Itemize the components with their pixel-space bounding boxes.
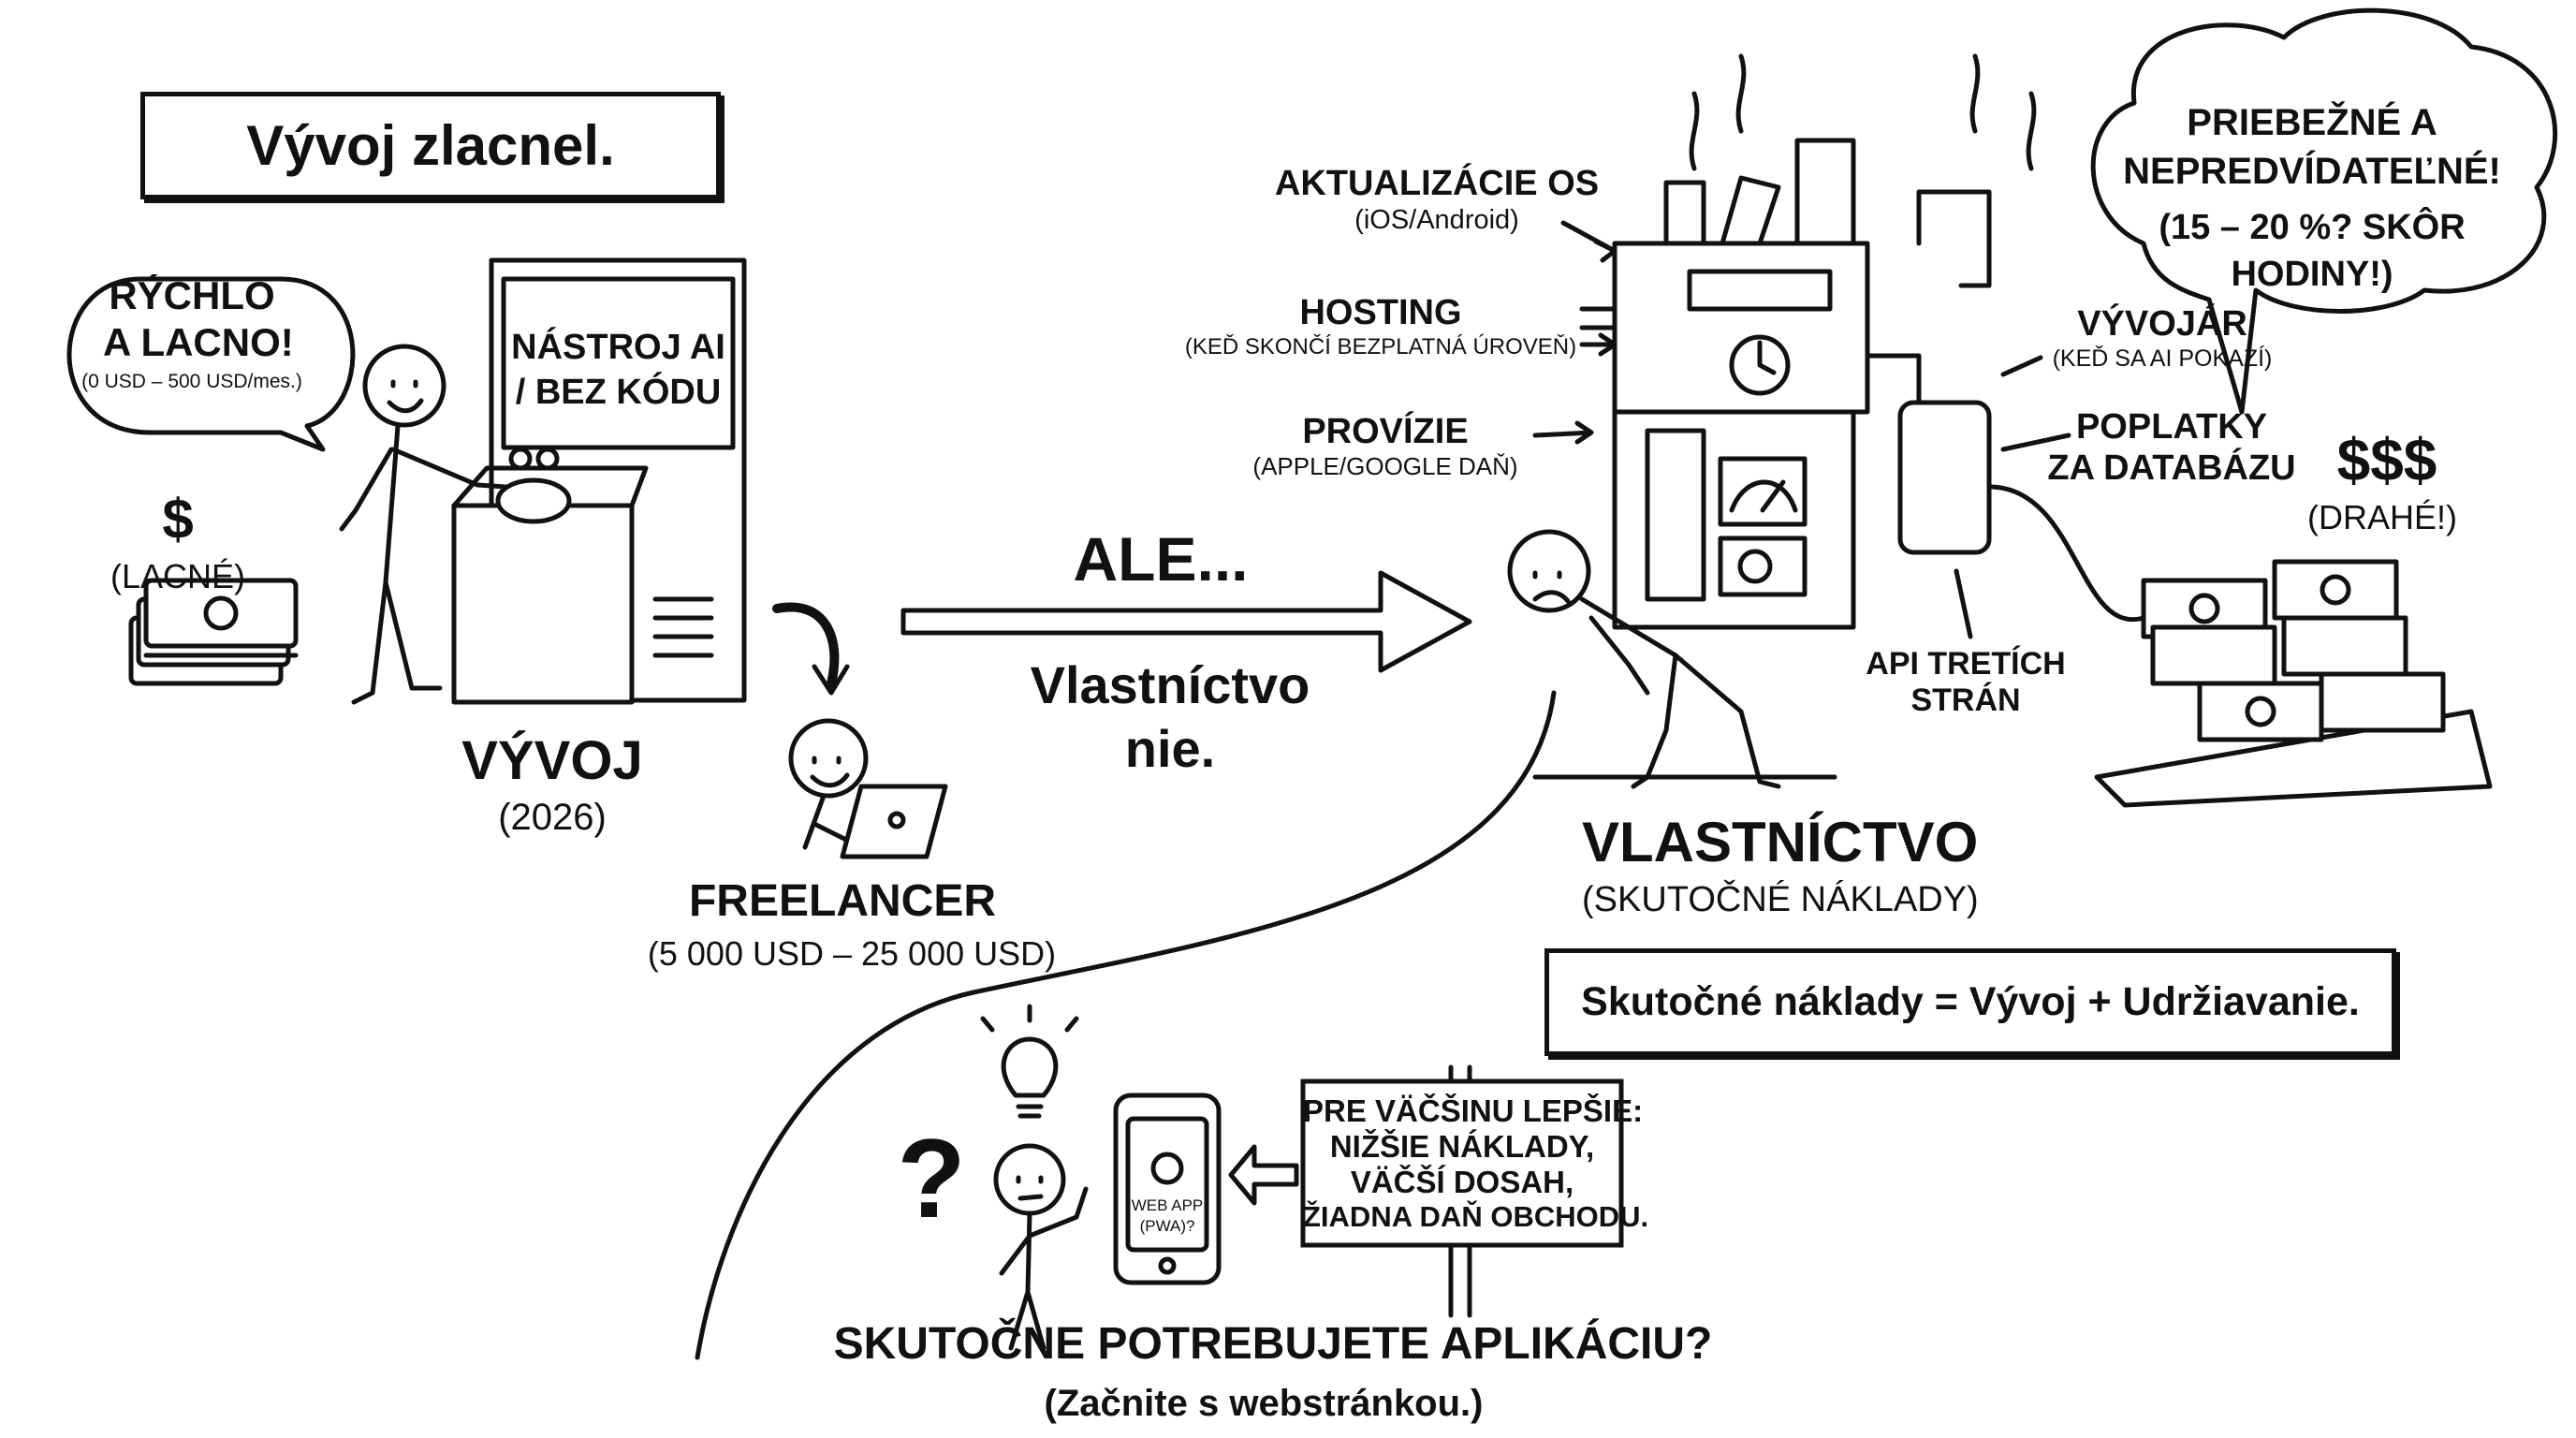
cloud-line-2: NEPREDVÍDATEĽNÉ! <box>2123 151 2501 192</box>
phone-text-1: WEB APP <box>1131 1196 1204 1214</box>
stick-figure-burdened <box>1507 529 1837 789</box>
label-os-updates: AKTUALIZÁCIE OS(iOS/Android) <box>1274 164 1600 235</box>
stick-figure-freelancer <box>788 718 948 859</box>
label-arrows <box>1532 220 2071 639</box>
dev-title: VÝVOJ <box>461 730 643 791</box>
label-hosting: HOSTING(KEĎ SKONČÍ BEZPLATNÁ ÚROVEŇ) <box>1184 293 1577 360</box>
headline-box: Vývoj zlacnel. <box>140 92 721 199</box>
expensive-symbol: $$$ <box>2336 426 2437 493</box>
ownership-title: VLASTNÍCTVO <box>1582 811 1979 873</box>
stick-figure-thinking <box>993 1143 1089 1351</box>
left-arrow-to-phone <box>1228 1144 1299 1206</box>
cash-stack-small-icon <box>128 578 299 686</box>
question-title: SKUTOČNE POTREBUJETE APLIKÁCIU? <box>833 1319 1713 1369</box>
ai-tool-machine <box>451 257 850 705</box>
speech-line-1: RÝCHLO <box>109 273 275 317</box>
but-label: ALE... <box>1073 524 1249 594</box>
sign-line-2: NIŽŠIE NÁKLADY, <box>1329 1129 1595 1164</box>
machine-screen-line-1: NÁSTROJ AI <box>511 328 725 367</box>
headline-text: Vývoj zlacnel. <box>246 114 615 177</box>
path-curve <box>695 690 1557 1360</box>
stick-figure-developer <box>339 344 508 705</box>
cloud-line-1: PRIEBEŽNÉ A <box>2187 102 2437 143</box>
big-arrow-right <box>900 570 1472 673</box>
phone-icon <box>1113 1093 1222 1285</box>
ownership-line-2: nie. <box>1124 719 1216 778</box>
ownership-subtitle: (SKUTOČNÉ NÁKLADY) <box>1582 880 1979 919</box>
speech-small: (0 USD – 500 USD/mes.) <box>81 371 302 392</box>
expensive-label: (DRAHÉ!) <box>2307 498 2457 536</box>
sign-line-4: ŽIADNA DAŇ OBCHODU. <box>1303 1200 1649 1233</box>
heavy-cost-machine <box>1579 53 2146 630</box>
cloud-line-4: HODINY!) <box>2231 255 2393 294</box>
label-commissions: PROVÍZIE(APPLE/GOOGLE DAŇ) <box>1252 412 1518 480</box>
cash-pile-large-icon <box>2094 559 2493 808</box>
equation-box: Skutočné náklady = Vývoj + Udržiavanie. <box>1544 948 2396 1056</box>
sign-line-3: VÄČŠÍ DOSAH, <box>1350 1165 1574 1199</box>
equation-text: Skutočné náklady = Vývoj + Udržiavanie. <box>1581 979 2360 1024</box>
cheap-label: (LACNÉ) <box>110 557 246 595</box>
lightbulb-icon <box>980 1004 1079 1119</box>
ownership-line-1: Vlastníctvo <box>1030 655 1310 714</box>
signboard <box>1300 1078 1624 1248</box>
sign-line-1: PRE VÄČŠINU LEPŠIE: <box>1303 1093 1644 1128</box>
machine-screen-line-2: / BEZ KÓDU <box>515 373 722 412</box>
label-developer: VÝVOJÁR(KEĎ SA AI POKAZÍ) <box>2052 304 2273 372</box>
question-mark: ? <box>897 1116 966 1241</box>
freelancer-title: FREELANCER <box>688 876 996 926</box>
answer-subtitle: (Začnite s webstránkou.) <box>1044 1383 1484 1424</box>
dev-year: (2026) <box>498 797 607 838</box>
speech-bubble-left <box>66 276 356 452</box>
cloud-line-3: (15 – 20 %? SKÔR <box>2159 208 2466 247</box>
thought-cloud-right <box>2090 7 2558 415</box>
phone-text-2: (PWA)? <box>1139 1217 1195 1235</box>
speech-line-2: A LACNO! <box>103 320 294 364</box>
cheap-symbol: $ <box>162 488 194 550</box>
freelancer-price: (5 000 USD – 25 000 USD) <box>647 934 1057 973</box>
